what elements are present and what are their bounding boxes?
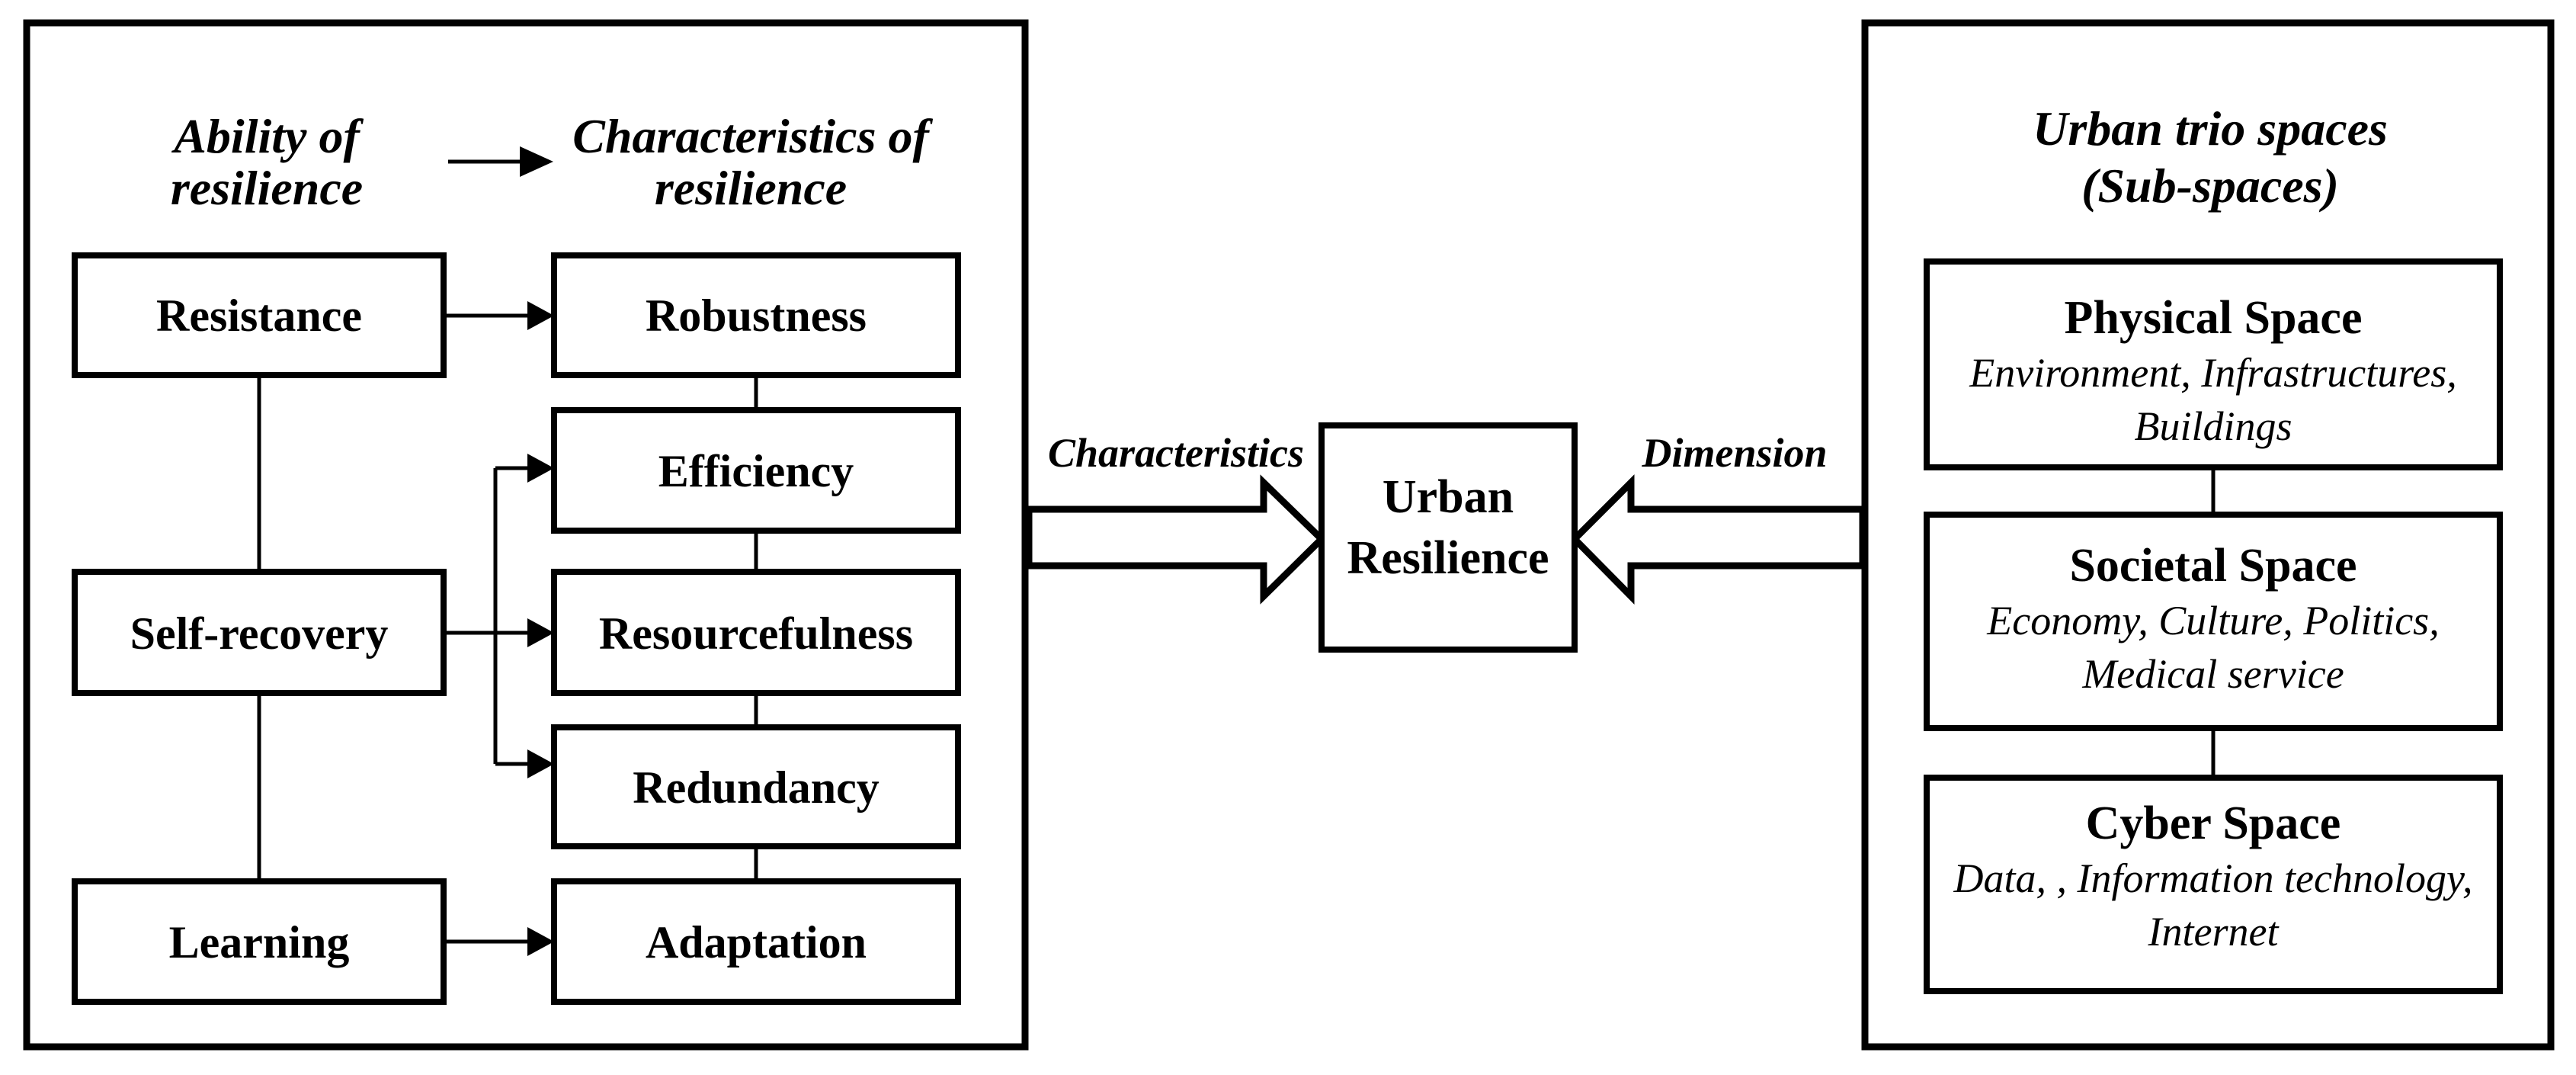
societal-space-title: Societal Space <box>2069 540 2357 592</box>
box-adaptation <box>551 878 961 1005</box>
box-resistance <box>72 252 447 378</box>
box-self-recovery <box>72 569 447 696</box>
box-redundancy-label: Redundancy <box>633 762 879 813</box>
characteristics-header-line2: resilience <box>655 161 847 215</box>
arrow-selfrecovery-resourcefulness-head-icon <box>527 618 554 647</box>
box-robustness-label: Robustness <box>646 290 867 341</box>
physical-space-title: Physical Space <box>2065 292 2363 344</box>
arrow-learning-adaptation-head-icon <box>527 927 554 956</box>
box-learning <box>72 878 447 1005</box>
ability-header-line2: resilience <box>171 161 363 215</box>
box-redundancy <box>551 724 961 849</box>
physical-space-line2: Buildings <box>2134 403 2292 449</box>
arrow-resistance-robustness-head-icon <box>527 301 554 330</box>
trio-spaces-header-line2: (Sub-spaces) <box>2081 159 2339 213</box>
ability-header-line1: Ability of <box>171 109 364 163</box>
box-societal-space <box>1924 512 2503 731</box>
urban-resilience-label-line2: Resilience <box>1347 532 1549 584</box>
dimension-flow-label: Dimension <box>1641 430 1827 476</box>
cyber-space-title: Cyber Space <box>2086 797 2341 849</box>
arrow-selfrecovery-efficiency-head-icon <box>527 454 554 483</box>
box-resourcefulness-label: Resourcefulness <box>599 608 913 659</box>
box-cyber-space <box>1924 775 2503 994</box>
box-self-recovery-label: Self-recovery <box>130 608 389 659</box>
block-arrow-left-icon <box>1569 474 1866 605</box>
box-learning-label: Learning <box>169 917 350 968</box>
right-panel-border <box>1861 19 2555 1051</box>
box-urban-resilience <box>1318 422 1578 653</box>
box-adaptation-label: Adaptation <box>646 917 867 968</box>
arrow-selfrecovery-redundancy-head-icon <box>527 749 554 778</box>
header-arrow-icon <box>520 146 553 177</box>
societal-space-line1: Economy, Culture, Politics, <box>1986 598 2439 643</box>
box-physical-space <box>1924 258 2503 470</box>
societal-space-line2: Medical service <box>2081 651 2344 697</box>
block-arrow-right-icon <box>1025 474 1327 605</box>
characteristics-flow-label: Characteristics <box>1048 430 1304 476</box>
characteristics-header-line1: Characteristics of <box>572 109 933 163</box>
urban-resilience-label-line1: Urban <box>1383 471 1514 523</box>
trio-spaces-header-line1: Urban trio spaces <box>2033 101 2388 156</box>
box-efficiency <box>551 407 961 534</box>
box-robustness <box>551 252 961 378</box>
box-resistance-label: Resistance <box>156 290 362 341</box>
cyber-space-line2: Internet <box>2148 909 2280 955</box>
physical-space-line1: Environment, Infrastructures, <box>1969 350 2456 396</box>
box-resourcefulness <box>551 569 961 696</box>
box-efficiency-label: Efficiency <box>658 446 854 496</box>
cyber-space-line1: Data, , Information technology, <box>1953 855 2473 901</box>
left-panel-border <box>23 19 1029 1051</box>
